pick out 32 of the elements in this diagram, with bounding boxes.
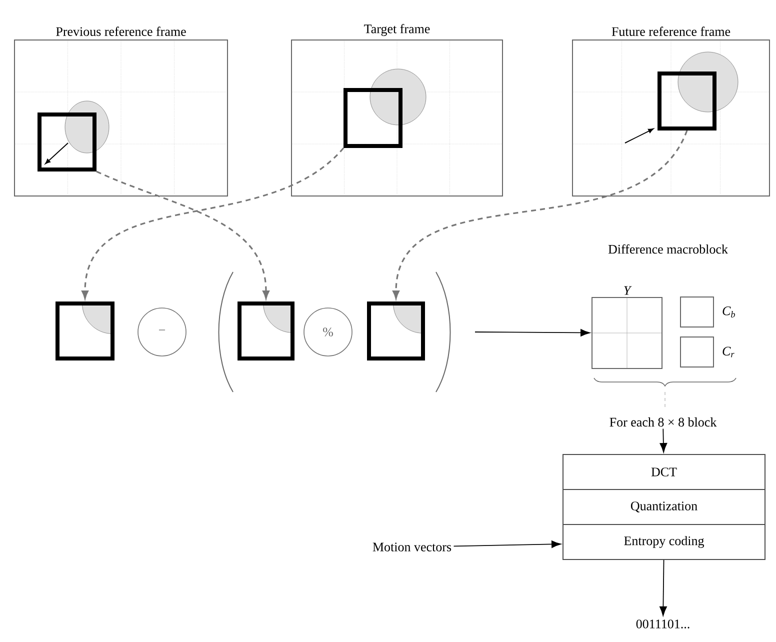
video-frame: Future reference frame bbox=[572, 26, 770, 196]
process-box: Entropy coding bbox=[562, 524, 766, 560]
macroblock-square bbox=[344, 88, 402, 148]
process-box: DCT bbox=[562, 454, 766, 490]
video-frame: Previous reference frame bbox=[14, 26, 228, 196]
macroblock-square bbox=[38, 112, 96, 172]
text-label: For each 8 × 8 block bbox=[610, 417, 717, 427]
block-label: C$_{b}$ bbox=[722, 306, 735, 318]
macroblock-square bbox=[238, 302, 294, 360]
node-label: Target frame bbox=[364, 24, 430, 36]
arrow bbox=[82, 147, 344, 299]
text-label: Motion vectors bbox=[372, 542, 452, 552]
arrow bbox=[453, 540, 562, 548]
arrow bbox=[660, 428, 668, 453]
macroblock-square bbox=[56, 302, 114, 360]
luma-block: Y bbox=[592, 286, 662, 369]
node-label: Previous reference frame bbox=[56, 26, 186, 36]
block-label: C$_{r}$ bbox=[722, 346, 734, 358]
macroblock-square bbox=[658, 72, 716, 130]
video-frame: Target frame bbox=[291, 24, 503, 196]
arrow bbox=[96, 170, 270, 299]
arrow bbox=[392, 130, 688, 299]
node-label: Future reference frame bbox=[612, 26, 730, 36]
text-label: 0011101... bbox=[636, 620, 690, 628]
heading: Difference macroblock bbox=[608, 244, 728, 254]
node-label: Y bbox=[624, 286, 632, 295]
macroblock-square bbox=[367, 302, 425, 360]
process-box: Quantization bbox=[562, 489, 766, 525]
arrow bbox=[474, 329, 590, 336]
arrow bbox=[660, 560, 667, 616]
chroma-block bbox=[680, 336, 714, 368]
chroma-block bbox=[680, 296, 714, 328]
